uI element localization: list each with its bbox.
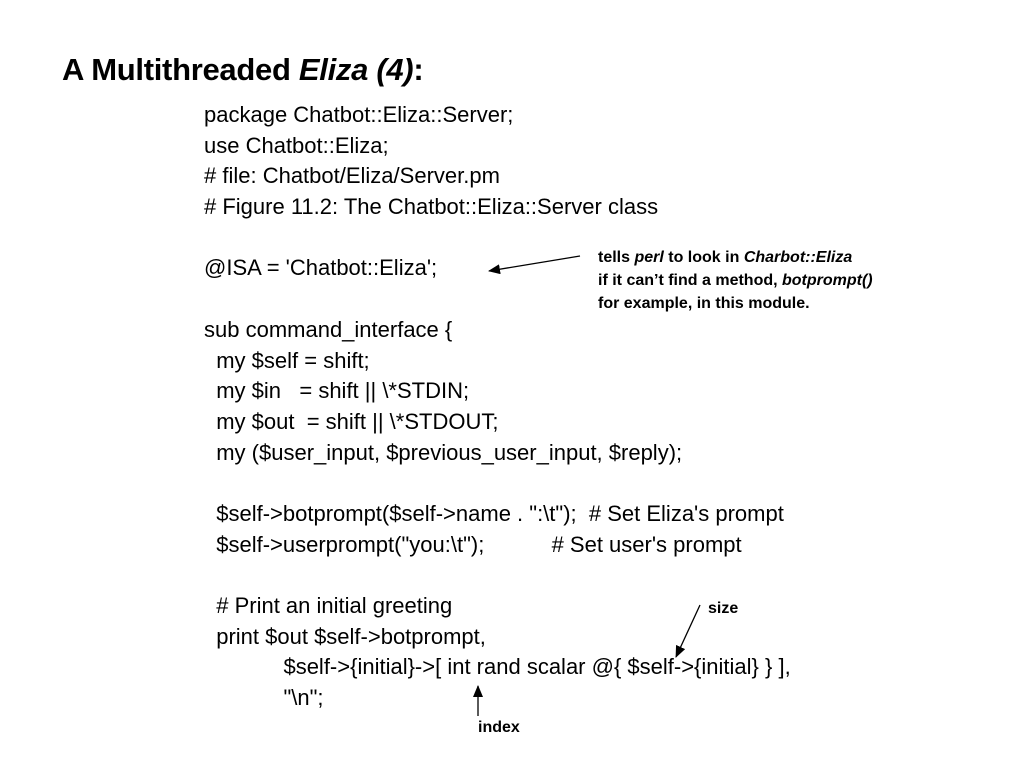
title-prefix: A Multithreaded (62, 52, 299, 87)
isa-note-italic: botprompt() (782, 272, 873, 289)
code-line: # Figure 11.2: The Chatbot::Eliza::Serve… (204, 194, 659, 220)
code-line: use Chatbot::Eliza; (204, 132, 389, 158)
code-line: sub command_interface { (204, 316, 453, 342)
code-line: my ($user_input, $previous_user_input, $… (204, 439, 683, 465)
isa-note-text: if it can’t find a method, (598, 272, 782, 289)
isa-note-italic: Charbot::Eliza (743, 249, 853, 266)
code-line: my $out = shift || \*STDOUT; (204, 408, 499, 434)
code-listing: package Chatbot::Eliza::Server; use Chat… (204, 100, 791, 714)
isa-note-text: tells (598, 249, 635, 266)
title-italic: Eliza (4) (298, 52, 414, 87)
code-line: $self->{initial}->[ int rand scalar @{ $… (204, 654, 791, 680)
code-line: @ISA = 'Chatbot::Eliza'; (204, 255, 438, 281)
code-line: my $in = shift || \*STDIN; (204, 378, 470, 404)
index-annotation: index (478, 719, 520, 736)
code-line: # Print an initial greeting (204, 593, 453, 618)
title-suffix: : (413, 52, 424, 87)
code-line: package Chatbot::Eliza::Server; (204, 102, 514, 127)
slide-title: A Multithreaded Eliza (4): (62, 50, 424, 90)
isa-note-italic: perl (634, 249, 664, 266)
isa-annotation-line-3: for example, in this module. (598, 295, 810, 312)
isa-note-text: to look in (663, 249, 744, 266)
code-line: $self->userprompt("you:\t"); # Set user'… (204, 531, 742, 557)
isa-annotation-line-2: if it can’t find a method, botprompt() (598, 269, 873, 292)
code-line: my $self = shift; (204, 347, 370, 373)
code-line: # file: Chatbot/Eliza/Server.pm (204, 163, 500, 189)
code-line (204, 468, 791, 499)
isa-annotation-line-1: tells perl to look in Charbot::Eliza (598, 246, 873, 269)
code-line: print $out $self->botprompt, (204, 623, 486, 649)
code-line: $self->botprompt($self->name . ":\t"); #… (204, 500, 784, 526)
size-annotation: size (708, 600, 739, 617)
code-line (204, 560, 791, 591)
code-line: "\n"; (204, 685, 324, 711)
